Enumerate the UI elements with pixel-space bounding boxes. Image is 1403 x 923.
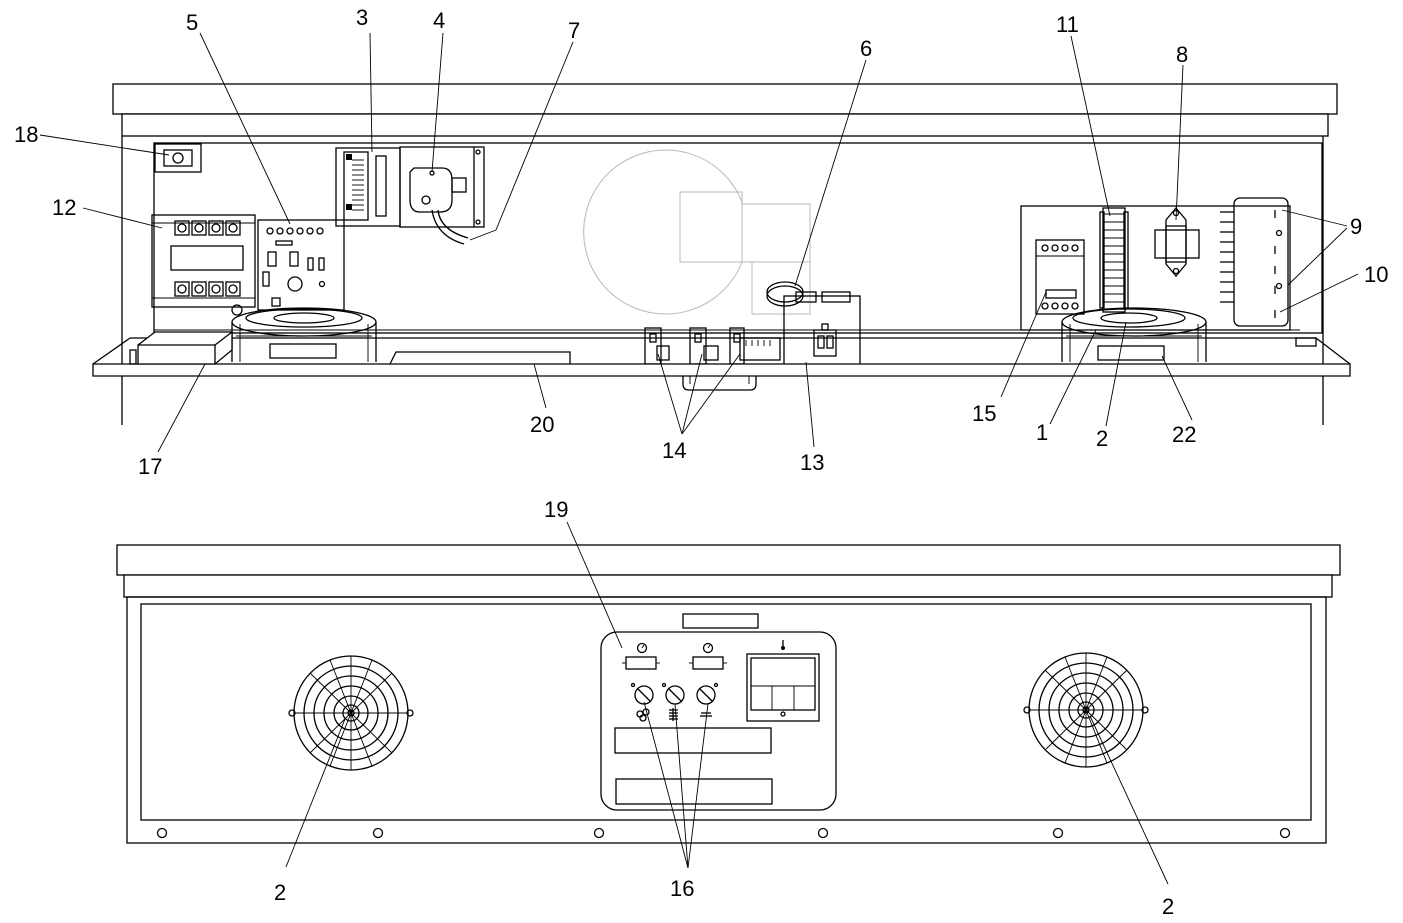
front-roof — [116, 544, 1341, 576]
right-fan-top-view — [1061, 307, 1207, 362]
front-door-inner — [140, 603, 1312, 821]
callout-17: 17 — [138, 454, 162, 479]
callout-8: 8 — [1176, 42, 1188, 67]
energy-meter — [151, 214, 256, 308]
background-component-outline — [583, 149, 811, 315]
callout-18: 18 — [14, 122, 38, 147]
callout-9: 9 — [1350, 214, 1362, 239]
callout-13: 13 — [800, 450, 824, 475]
callout-2-right: 2 — [1162, 894, 1174, 919]
callout-2-left: 2 — [274, 880, 286, 905]
callout-22: 22 — [1172, 422, 1196, 447]
callout-leaders-top — [39, 32, 1359, 453]
clock-icon — [702, 642, 714, 654]
callout-19: 19 — [544, 497, 568, 522]
cabinet-roof — [112, 83, 1338, 115]
fuse-holder — [1154, 206, 1200, 278]
callout-3: 3 — [356, 5, 368, 30]
temperature-display — [746, 653, 820, 722]
callout-16: 16 — [670, 876, 694, 901]
controller-board — [231, 219, 345, 316]
thermostat — [399, 146, 485, 245]
callout-7: 7 — [568, 18, 580, 43]
callout-6: 6 — [860, 36, 872, 61]
callout-labels-bottom: 19 16 2 2 — [274, 497, 1174, 919]
relay-unit — [766, 281, 861, 367]
thermometer-icon — [781, 640, 785, 650]
cabinet-front-view — [116, 544, 1341, 844]
clock-icon — [636, 642, 648, 654]
callout-leaders-bottom — [285, 521, 1169, 885]
fan-knob — [630, 682, 654, 705]
indicator-lamp — [154, 143, 202, 173]
din-terminal-module — [335, 147, 401, 227]
callout-2: 2 — [1096, 426, 1108, 451]
back-mounting-plate — [153, 142, 1323, 334]
callout-10: 10 — [1364, 262, 1388, 287]
right-mounting-board — [1020, 205, 1291, 331]
label-strip-1 — [614, 727, 772, 754]
nameplate — [682, 613, 759, 629]
callout-12: 12 — [52, 195, 76, 220]
cabinet-interior-view — [92, 83, 1351, 425]
light-icon — [700, 712, 712, 717]
front-door — [126, 596, 1327, 844]
cabinet-floor-shelf — [92, 329, 1351, 391]
callout-11: 11 — [1056, 12, 1079, 37]
left-fan-top-view — [231, 307, 377, 362]
timer-switch-2 — [692, 656, 724, 670]
front-roof-lip — [123, 574, 1333, 598]
left-fan-grille — [288, 655, 414, 771]
heater-element — [1220, 197, 1289, 327]
relay-15 — [1035, 239, 1085, 315]
timer-switch-1 — [625, 656, 657, 670]
label-strip-2 — [615, 778, 773, 805]
callout-14: 14 — [662, 438, 686, 463]
right-fan-grille — [1023, 652, 1149, 768]
callout-1: 1 — [1036, 420, 1048, 445]
light-knob — [696, 682, 719, 705]
terminal-strip — [1099, 207, 1129, 313]
heater-knob — [661, 682, 685, 705]
callout-15: 15 — [972, 401, 996, 426]
callout-labels-top: 18 12 5 3 4 7 6 11 8 9 10 15 1 2 22 13 1… — [14, 5, 1388, 479]
cabinet-roof-lip — [121, 113, 1329, 137]
control-panel — [600, 631, 837, 811]
callout-20: 20 — [530, 412, 554, 437]
callout-5: 5 — [186, 10, 198, 35]
heater-icon — [669, 708, 678, 721]
callout-4: 4 — [433, 8, 445, 33]
